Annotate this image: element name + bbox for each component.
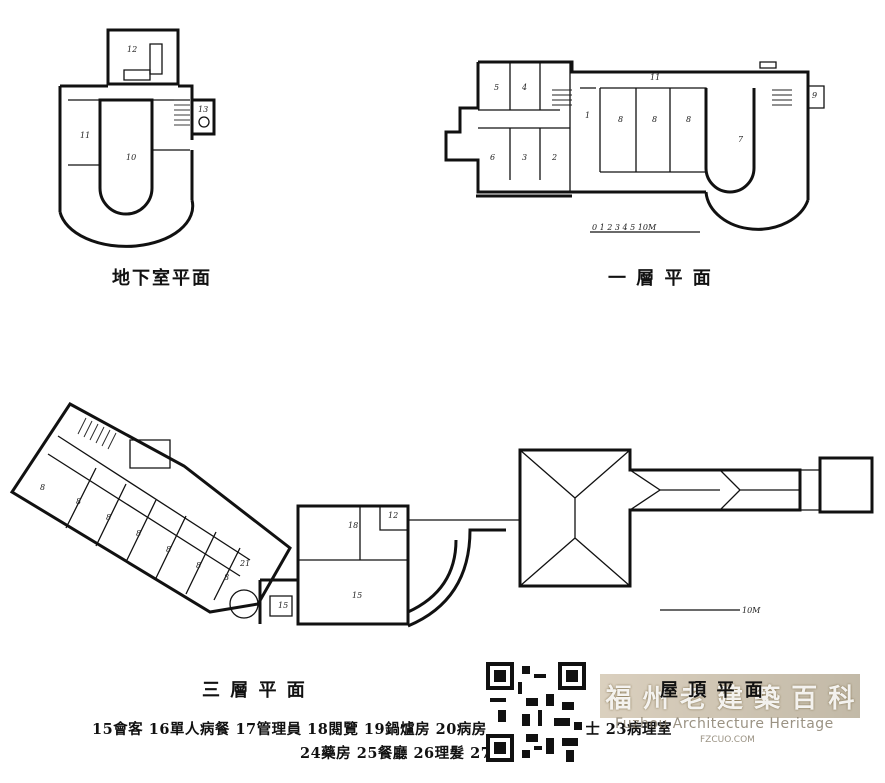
room-number: 13	[198, 105, 208, 114]
room-number: 5	[494, 83, 499, 92]
watermark-english: Fuzhou Architecture Heritage	[615, 716, 834, 732]
room-number: 11	[80, 131, 90, 140]
room-number: 9	[812, 91, 817, 100]
room-number: 2	[551, 153, 557, 162]
watermark-url: FZCUO.COM	[700, 735, 755, 745]
legend-line-2: 24藥房 25餐廳 26理髮 27走道	[300, 745, 522, 762]
room-number: 15	[352, 591, 362, 600]
watermark-char: 建	[716, 683, 743, 714]
watermark-char: 福	[605, 683, 632, 714]
room-number: 8	[652, 115, 657, 124]
scale-label: 10M	[742, 606, 761, 615]
room-number: 8	[40, 483, 45, 492]
watermark-char: 科	[828, 683, 855, 714]
room-number: 8	[136, 529, 141, 538]
watermark-char: 老	[679, 683, 706, 714]
room-number: 1	[585, 111, 590, 120]
room-number: 4	[521, 83, 527, 92]
room-number: 12	[127, 45, 137, 54]
caption-roof: 屋 頂 平 面	[660, 680, 765, 701]
caption-basement: 地下室平面	[112, 268, 212, 289]
room-number: 3	[522, 153, 527, 162]
room-number: 8	[686, 115, 691, 124]
room-number: 7	[738, 135, 744, 144]
room-number: 8	[106, 513, 111, 522]
room-number: 8	[224, 573, 229, 582]
first-floor-plan	[446, 62, 824, 232]
room-number: 21	[239, 559, 250, 568]
room-number: 8	[196, 561, 201, 570]
room-number: 18	[348, 521, 358, 530]
scale-label: 0 1 2 3 4 5 10M	[592, 223, 657, 232]
basement-plan	[60, 30, 214, 246]
room-number: 11	[650, 73, 660, 82]
room-number: 8	[76, 497, 81, 506]
watermark-logo: 福 州 老 建 築 百 科	[600, 674, 860, 718]
room-number: 10	[126, 153, 136, 162]
room-number: 8	[618, 115, 623, 124]
watermark-char: 州	[642, 683, 669, 714]
room-number: 8	[166, 545, 171, 554]
room-number: 6	[490, 153, 495, 162]
caption-first-floor: 一 層 平 面	[608, 268, 713, 289]
caption-third-floor: 三 層 平 面	[202, 680, 307, 701]
third-floor-plan	[12, 404, 520, 626]
roof-plan	[520, 450, 872, 610]
qr-code	[486, 662, 586, 762]
room-number: 15	[278, 601, 288, 610]
watermark-char: 築	[754, 683, 781, 714]
room-number: 12	[388, 511, 398, 520]
watermark-char: 百	[791, 683, 818, 714]
